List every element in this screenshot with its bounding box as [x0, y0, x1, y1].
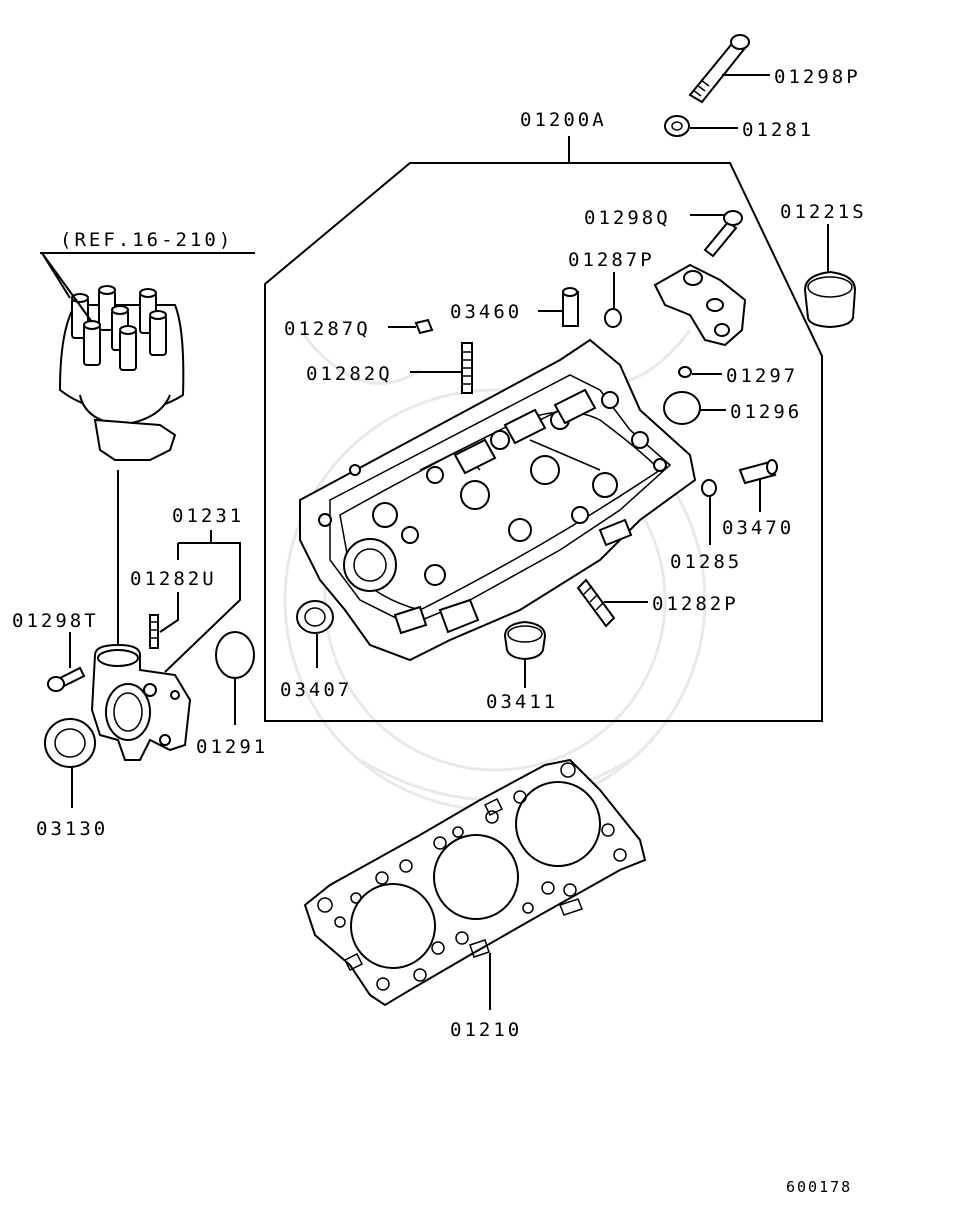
callout-03407: 03407: [280, 679, 352, 701]
plug-01297: [678, 366, 692, 378]
bolt-01298T: [47, 666, 86, 692]
leader-01282U: [159, 592, 179, 633]
housing-01231: [90, 643, 192, 761]
callout-01282P: 01282P: [652, 593, 739, 615]
seal-03407: [296, 600, 334, 634]
callout-01291: 01291: [196, 736, 268, 758]
ref-note: (REF.16-210): [60, 229, 233, 251]
callout-03470: 03470: [722, 517, 794, 539]
callout-01297: 01297: [726, 365, 798, 387]
callout-01296: 01296: [730, 401, 802, 423]
stud-01282U: [149, 614, 159, 649]
callout-03460: 03460: [450, 301, 522, 323]
callout-01200A: 01200A: [520, 109, 607, 131]
seal-03130: [44, 718, 96, 768]
distributor-cap: [58, 285, 185, 461]
oring-01285: [701, 479, 717, 497]
callout-03411: 03411: [486, 691, 558, 713]
dowel-03460: [562, 287, 579, 327]
callout-01298Q: 01298Q: [584, 207, 671, 229]
dowel-03470: [738, 459, 778, 485]
callout-01231: 01231: [172, 505, 244, 527]
callout-01285: 01285: [670, 551, 742, 573]
camshaft-bracket: [653, 263, 747, 347]
oring-01291: [215, 631, 255, 679]
callout-01282Q: 01282Q: [306, 363, 393, 385]
stud-01282P: [576, 578, 616, 628]
callout-01298P: 01298P: [774, 66, 861, 88]
stud-01282Q: [461, 342, 473, 394]
seal-01221S: [803, 270, 857, 329]
callout-01282U: 01282U: [130, 568, 217, 590]
assembly-outline-box: [264, 162, 823, 722]
callout-01210: 01210: [450, 1019, 522, 1041]
callout-01287Q: 01287Q: [284, 318, 371, 340]
head-gasket-01210: [303, 758, 647, 1007]
figure-number: 600178: [786, 1178, 852, 1196]
cap-01296: [663, 391, 701, 425]
callout-03130: 03130: [36, 818, 108, 840]
bolt-01298P: [688, 34, 750, 104]
leader-ref-note: [40, 252, 255, 323]
callout-01281: 01281: [742, 119, 814, 141]
plug-01287P: [604, 308, 622, 328]
cylinder-head: [299, 338, 697, 662]
washer-01281: [664, 115, 690, 137]
bolt-01298Q: [703, 210, 743, 258]
seal-03411: [503, 620, 547, 661]
callout-01298T: 01298T: [12, 610, 99, 632]
leader-01231: [164, 530, 241, 673]
callout-01287P: 01287P: [568, 249, 655, 271]
callout-01221S: 01221S: [780, 201, 867, 223]
plug-01287Q: [414, 318, 434, 335]
